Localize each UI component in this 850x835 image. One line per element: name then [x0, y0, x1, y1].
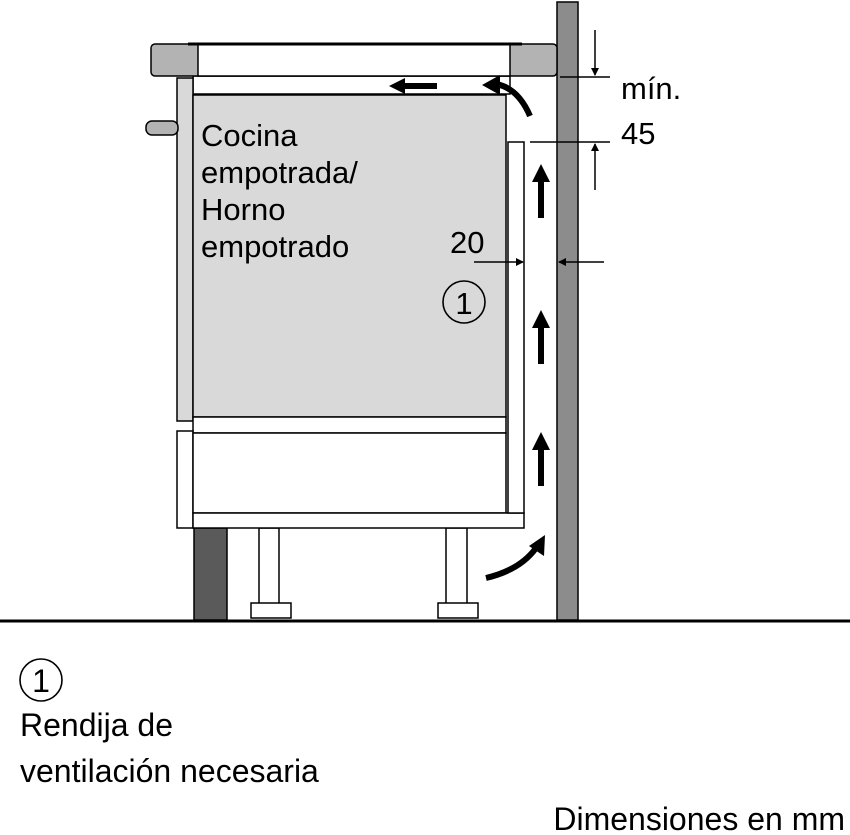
side-gap-value: 20: [450, 225, 484, 260]
appliance-label: Cocina empotrada/ Horno empotrado: [201, 118, 366, 264]
oven-body: [192, 94, 507, 418]
airflow-arrow-left: [389, 78, 437, 94]
legend-line-2: ventilación necesaria: [20, 753, 319, 789]
legend-line-1: Rendija de: [20, 707, 173, 743]
cabinet-back-panel: [507, 141, 525, 514]
min-gap-label: mín.: [621, 71, 681, 106]
hob: [150, 42, 558, 77]
airflow-arrow-up-3: [532, 432, 550, 486]
front-panel: [176, 77, 194, 422]
appliance-label-line-3: Horno: [201, 192, 285, 227]
airflow-arrow-up-1: [532, 164, 550, 218]
airflow-arrow-up-2: [532, 310, 550, 364]
oven-handle: [145, 120, 179, 136]
airflow-curved-arrow-bottom: [485, 535, 545, 581]
units-note: Dimensiones en mm: [553, 801, 845, 835]
airflow-curved-arrow-top: [482, 75, 533, 118]
callout-number: 1: [455, 286, 472, 321]
cabinet-shelf: [192, 416, 507, 434]
cabinet-base: [192, 512, 525, 529]
airflow-arrows: [389, 75, 550, 581]
appliance-label-line-2: empotrada/: [201, 155, 358, 190]
worktop: [192, 75, 511, 95]
min-gap-value: 45: [621, 116, 655, 151]
legend: 1 Rendija de ventilación necesaria: [19, 658, 319, 789]
appliance-label-line-4: empotrado: [201, 229, 349, 264]
callout-marker-1: 1: [442, 280, 486, 324]
cabinet-leg-right: [437, 527, 479, 619]
cabinet-drawer: [192, 432, 507, 514]
legend-marker-number: 1: [32, 663, 50, 699]
plinth-panel: [193, 527, 228, 621]
appliance-label-line-1: Cocina: [201, 118, 298, 153]
wall: [556, 1, 579, 621]
cabinet-leg-left: [250, 527, 292, 619]
legend-marker: 1: [19, 658, 63, 702]
cabinet-drawer-front: [176, 430, 194, 529]
